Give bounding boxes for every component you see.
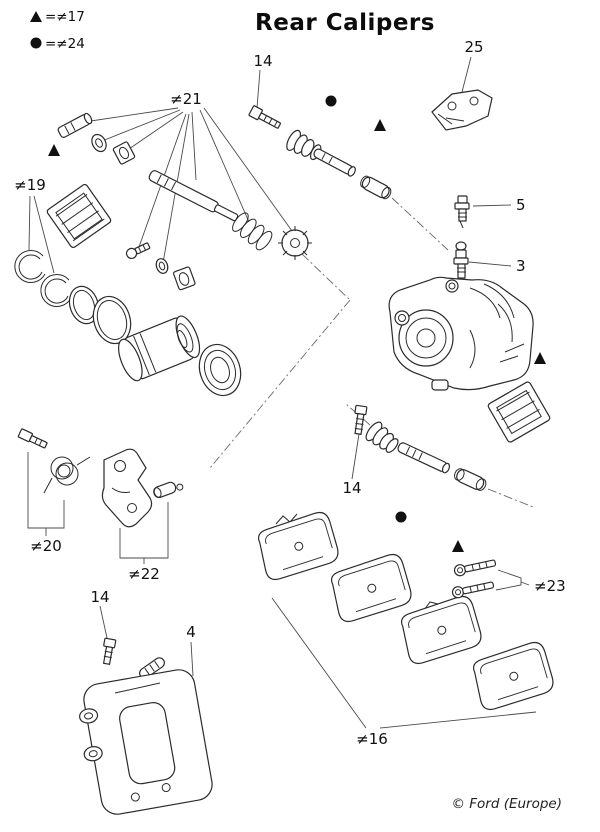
bolt-kit-drawing — [451, 559, 497, 599]
shim-plate-drawing — [46, 183, 112, 249]
callout-anchor-bracket: 25 — [464, 38, 483, 56]
shim-plate-drawing — [487, 381, 551, 443]
piston-drawing — [118, 315, 201, 382]
bolt-drawing — [102, 637, 117, 666]
axis-lines — [209, 197, 534, 508]
caliper-body-drawing — [388, 276, 534, 391]
circle-marker-icon — [395, 511, 407, 523]
triangle-marker-icon — [48, 144, 60, 156]
circle-marker-icon — [325, 95, 337, 107]
callout-guide-pin-kit: ≠21 — [170, 90, 202, 108]
adjuster-lever-drawing — [101, 448, 153, 528]
triangle-marker-icon — [30, 11, 42, 22]
splined-bushing-drawing — [278, 226, 312, 260]
guide-pin-drawing — [57, 112, 93, 138]
callout-connector: 3 — [516, 257, 526, 275]
bolt-drawing — [248, 105, 281, 129]
roller-pin-drawing — [153, 481, 184, 498]
square-seal-drawing — [112, 141, 136, 165]
square-seal-drawing — [173, 266, 196, 291]
guide-pin-boot-drawing — [139, 657, 165, 679]
bolt-drawing — [17, 428, 48, 449]
washer-drawing — [155, 258, 169, 274]
anchor-bracket-drawing — [431, 89, 493, 131]
connector-drawing — [453, 241, 469, 279]
callout-bolt-lower: 14 — [90, 588, 109, 606]
callout-adjuster-lever-kit: ≠22 — [128, 565, 160, 583]
snap-ring-drawing — [14, 249, 72, 307]
callout-labels: 14 25 ≠21 ≠19 5 3 ≠20 ≠22 14 ≠23 14 4 ≠1… — [14, 38, 565, 748]
callout-brake-pad-set: ≠16 — [356, 730, 388, 748]
triangle-marker-icon — [452, 540, 464, 552]
copyright-notice: © Ford (Europe) — [451, 796, 562, 812]
piston-seal-drawing — [68, 285, 100, 325]
bleed-screw-drawing — [454, 195, 470, 229]
guide-sleeve-drawing — [360, 175, 392, 200]
callout-bleed-screw: 5 — [516, 196, 526, 214]
callout-spring-kit: ≠20 — [30, 537, 62, 555]
bolt-drawing — [125, 242, 151, 260]
rubber-boot-drawing — [365, 421, 399, 453]
bolt-drawing — [354, 404, 368, 435]
legend-circle-label: =≠24 — [45, 36, 85, 52]
page-title: Rear Calipers — [255, 10, 435, 36]
guide-pin-drawing — [397, 442, 451, 474]
triangle-marker-icon — [534, 352, 546, 364]
washer-drawing — [91, 133, 107, 153]
triangle-marker-icon — [374, 119, 386, 131]
legend-triangle-label: =≠17 — [45, 9, 85, 25]
callout-carrier-bracket: 4 — [186, 623, 196, 641]
callout-bolt-middle: 14 — [342, 479, 361, 497]
circle-marker-icon — [30, 37, 42, 49]
guide-sleeve-drawing — [454, 468, 487, 491]
callout-bolt-kit: ≠23 — [534, 577, 566, 595]
guide-rod-drawing — [148, 170, 239, 222]
carrier-bracket-drawing — [79, 669, 213, 815]
torsion-spring-drawing — [43, 456, 91, 494]
legend: =≠17 =≠24 — [30, 9, 85, 52]
brake-pads-drawing — [254, 509, 557, 713]
coil-spring-drawing — [232, 212, 273, 251]
dust-boot-drawing — [198, 343, 242, 397]
callout-bolt-top: 14 — [253, 52, 272, 70]
guide-pin-drawing — [313, 148, 356, 177]
callout-seal-kit: ≠19 — [14, 176, 46, 194]
